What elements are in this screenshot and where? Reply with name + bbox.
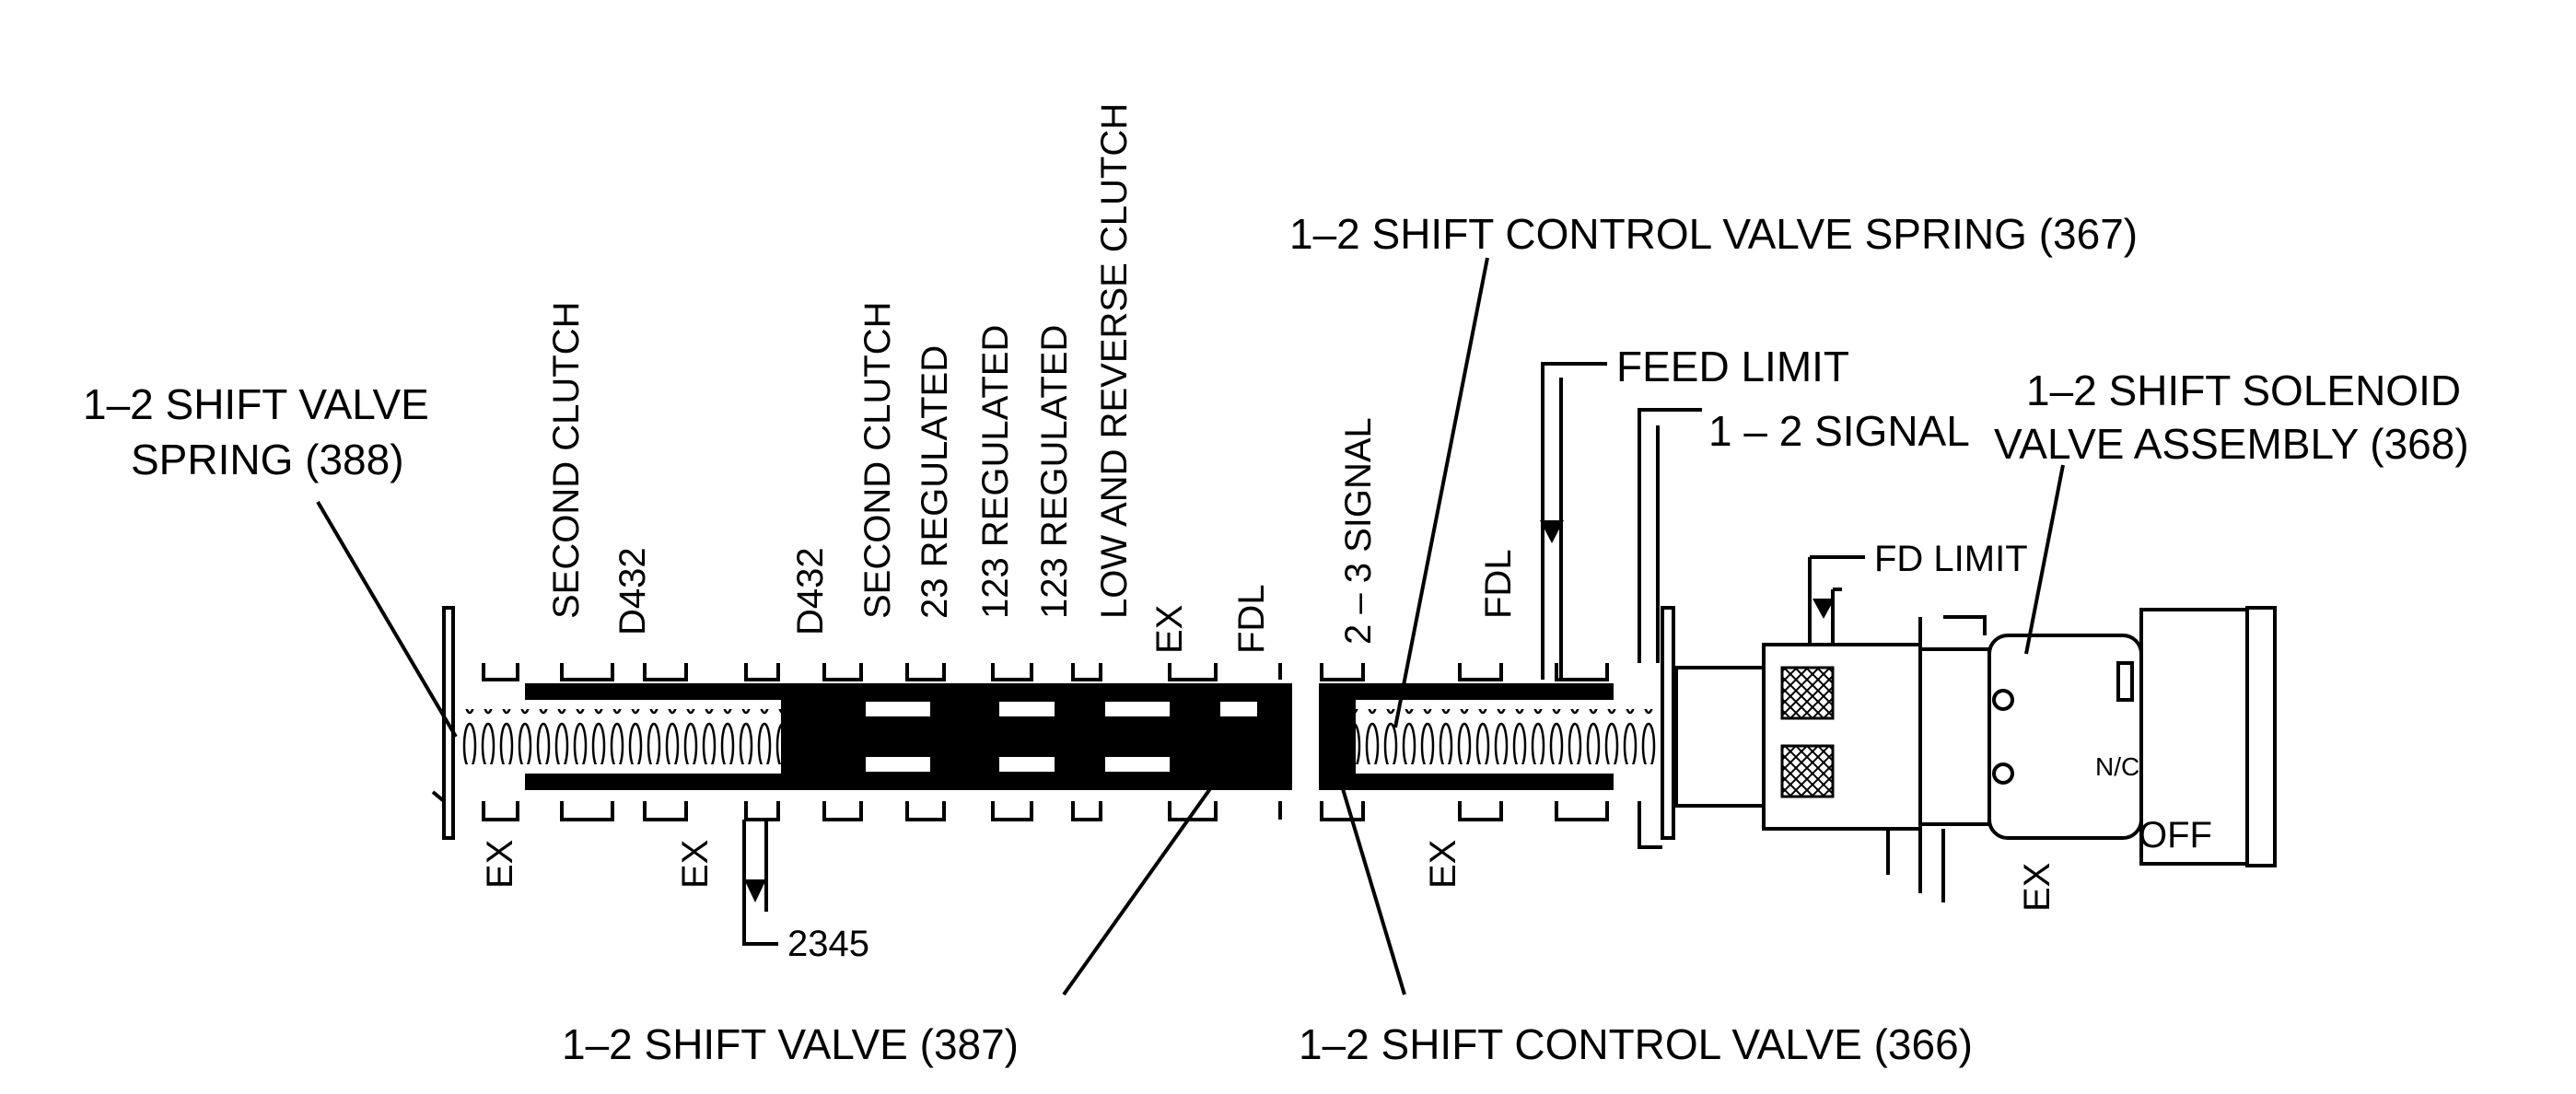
shift-valve-spring <box>460 709 787 764</box>
port-ex-bottom-2: EX <box>675 840 716 889</box>
callout-control-valve: 1–2 SHIFT CONTROL VALVE (366) <box>1299 1020 1973 1068</box>
port-low-reverse-clutch: LOW AND REVERSE CLUTCH <box>1094 103 1135 619</box>
arrow-2345 <box>744 879 766 902</box>
leader-lines <box>316 257 2065 996</box>
solenoid-off-label: OFF <box>2139 815 2212 855</box>
fd-limit-label: FD LIMIT <box>1874 539 2028 579</box>
port-ex-bottom-1: EX <box>480 840 520 889</box>
callout-control-valve-spring: 1–2 SHIFT CONTROL VALVE SPRING (367) <box>1289 210 2138 258</box>
control-valve-spool <box>1319 683 1614 790</box>
control-valve-spring <box>1354 709 1658 764</box>
port-2-3-signal: 2 – 3 SIGNAL <box>1338 417 1379 645</box>
port-d432-2: D432 <box>790 547 831 635</box>
port-ex-bottom-4: EX <box>2017 863 2057 912</box>
port-fdl-1: FDL <box>1231 584 1272 654</box>
solenoid-coil-upper <box>1780 666 1835 720</box>
feed-limit-arrow <box>1540 520 1564 543</box>
port-23-regulated: 23 REGULATED <box>915 345 955 619</box>
port-second-clutch-1: SECOND CLUTCH <box>546 302 587 619</box>
callout-shift-valve-spring-line2: SPRING (388) <box>131 436 404 483</box>
feed-limit-label: FEED LIMIT <box>1616 343 1849 390</box>
fd-limit-arrow <box>1813 599 1835 619</box>
port-ex-bottom-3: EX <box>1423 840 1463 889</box>
callout-solenoid-line1: 1–2 SHIFT SOLENOID <box>2026 367 2461 414</box>
shift-valve-spool <box>525 683 1292 790</box>
port-second-clutch-2: SECOND CLUTCH <box>857 302 898 619</box>
port-d432-1: D432 <box>612 547 653 635</box>
signal-1-2-label: 1 – 2 SIGNAL <box>1708 407 1970 455</box>
solenoid-coil-lower <box>1780 744 1835 798</box>
callout-shift-valve-spring-line1: 1–2 SHIFT VALVE <box>83 380 429 428</box>
control-valve-body <box>1320 362 1702 849</box>
callout-shift-valve: 1–2 SHIFT VALVE (387) <box>562 1020 1019 1068</box>
port-2345: 2345 <box>787 924 869 964</box>
solenoid-assembly <box>1674 555 2277 902</box>
port-ex-top: EX <box>1149 605 1190 654</box>
port-fdl-2: FDL <box>1478 549 1519 619</box>
solenoid-nc-label: N/C <box>2095 752 2139 781</box>
callout-solenoid-line2: VALVE ASSEMBLY (368) <box>1994 420 2469 468</box>
bottom-port-labels: EX EX 2345 EX EX <box>480 840 2057 964</box>
port-123-regulated-1: 123 REGULATED <box>975 325 1016 619</box>
line-2345 <box>742 820 778 946</box>
top-port-labels: SECOND CLUTCH D432 D432 SECOND CLUTCH 23… <box>546 103 1519 654</box>
port-123-regulated-2: 123 REGULATED <box>1034 325 1075 619</box>
